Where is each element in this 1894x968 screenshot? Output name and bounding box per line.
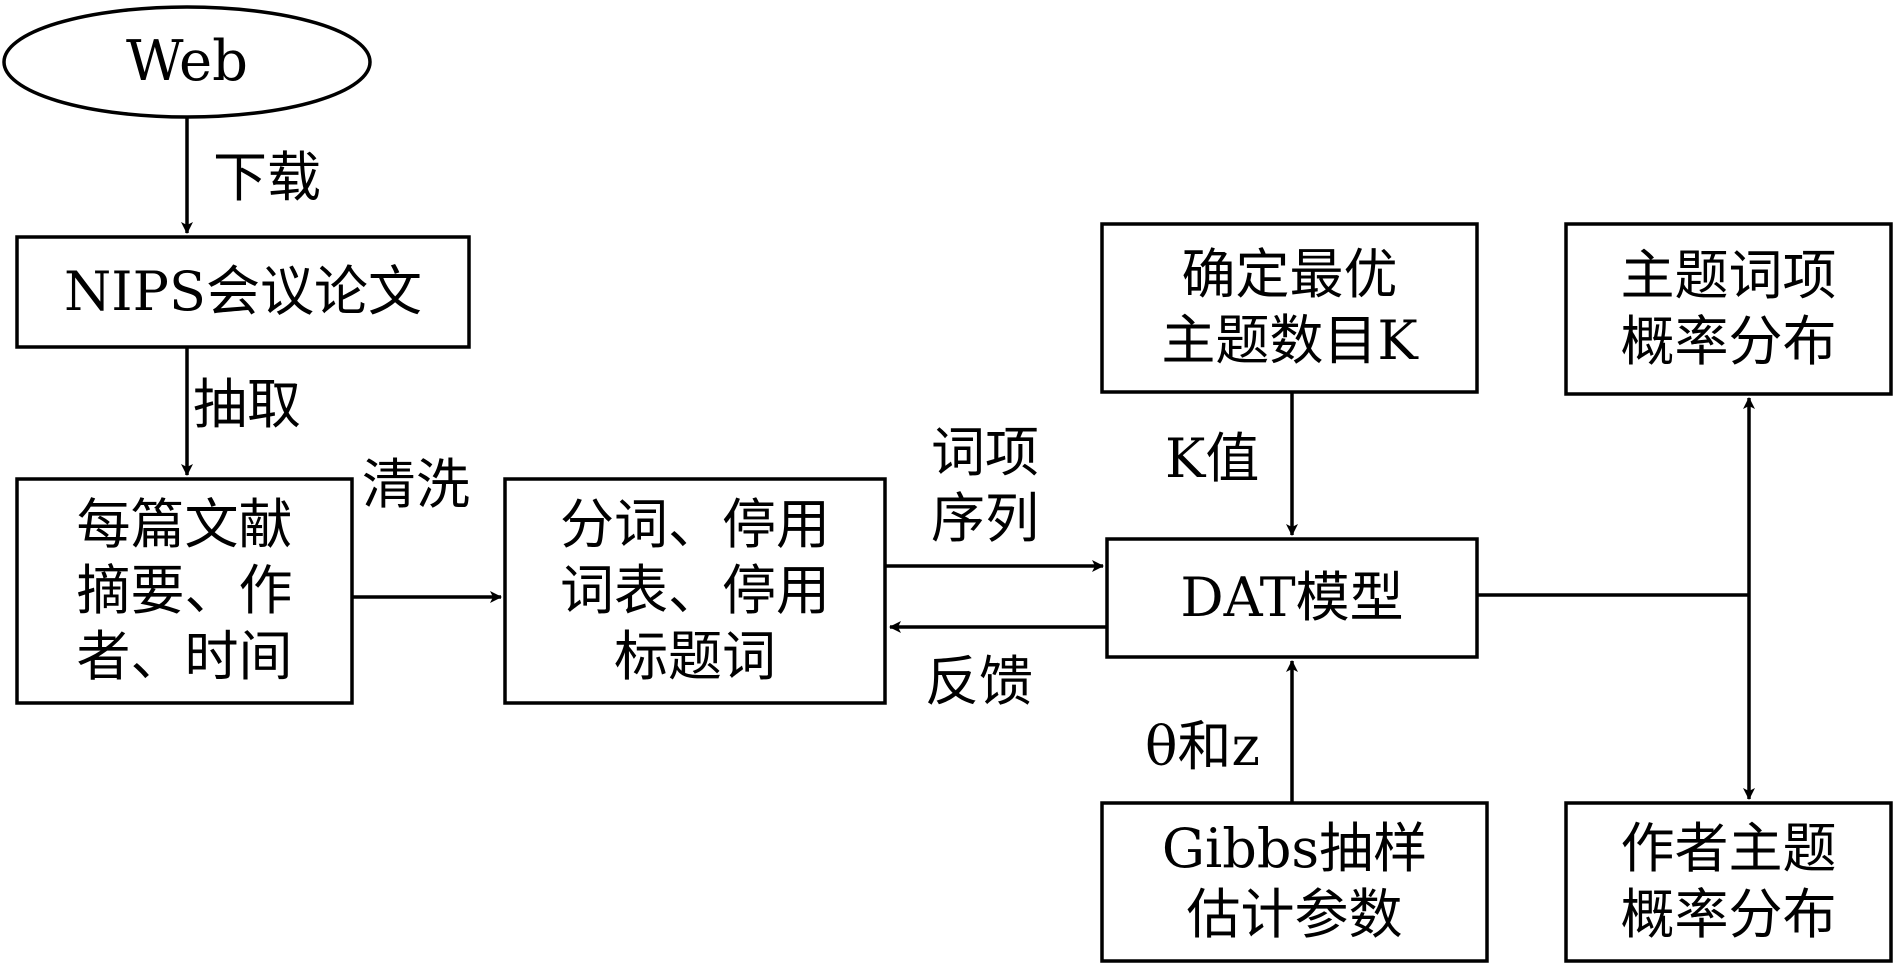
paper-fields-line: 者、时间 (76, 624, 293, 688)
preprocess-line: 词表、停用 (560, 559, 830, 623)
author-topic-dist-line: 作者主题 (1620, 817, 1837, 881)
topic-word-dist-label: 主题词项 概率分布 (1566, 224, 1891, 394)
clean-edge-label: 清洗 (362, 453, 470, 516)
preprocess-line: 分词、停用 (560, 493, 830, 557)
optimal-k-line: 确定最优 (1181, 243, 1398, 307)
extract-edge-label: 抽取 (193, 373, 301, 436)
term-sequence-line: 词项 (931, 421, 1039, 484)
paper-fields-line: 每篇文献 (76, 493, 293, 557)
topic-word-dist-box (1564, 222, 1893, 396)
dat-model-label: DAT模型 (1180, 566, 1404, 629)
feedback-edge-label: 反馈 (925, 650, 1033, 713)
paper-fields-box (15, 477, 354, 705)
author-topic-dist-label: 作者主题 概率分布 (1566, 803, 1891, 961)
k-value-edge-label: K值 (1165, 427, 1260, 490)
gibbs-label: Gibbs抽样 估计参数 (1102, 803, 1487, 961)
nips-papers-box (15, 235, 471, 349)
optimal-k-line: 主题数目K (1161, 309, 1418, 372)
gibbs-box (1100, 801, 1489, 963)
author-topic-dist-box (1564, 801, 1893, 963)
paper-fields-line: 摘要、作 (76, 559, 293, 623)
optimal-k-label: 确定最优 主题数目K (1102, 224, 1477, 392)
theta-z-edge-label: θ和z (1145, 715, 1260, 778)
optimal-k-box (1100, 222, 1479, 394)
topic-word-dist-line: 主题词项 (1620, 244, 1837, 308)
web-node (2, 5, 372, 119)
nips-papers-label: NIPS会议论文 (64, 260, 422, 323)
topic-word-dist-line: 概率分布 (1620, 310, 1837, 373)
author-topic-dist-line: 概率分布 (1620, 883, 1837, 946)
web-label: Web (126, 29, 248, 94)
dat-model-box (1105, 537, 1479, 659)
term-sequence-edge-label: 词项 序列 (910, 420, 1060, 552)
term-sequence-line: 序列 (931, 486, 1039, 550)
gibbs-line: 估计参数 (1186, 883, 1403, 946)
download-edge-label: 下载 (213, 146, 321, 209)
preprocess-box (503, 477, 887, 705)
gibbs-line: Gibbs抽样 (1161, 817, 1428, 881)
preprocess-line: 标题词 (614, 624, 776, 688)
paper-fields-label: 每篇文献 摘要、作 者、时间 (17, 479, 352, 703)
preprocess-label: 分词、停用 词表、停用 标题词 (505, 479, 885, 703)
